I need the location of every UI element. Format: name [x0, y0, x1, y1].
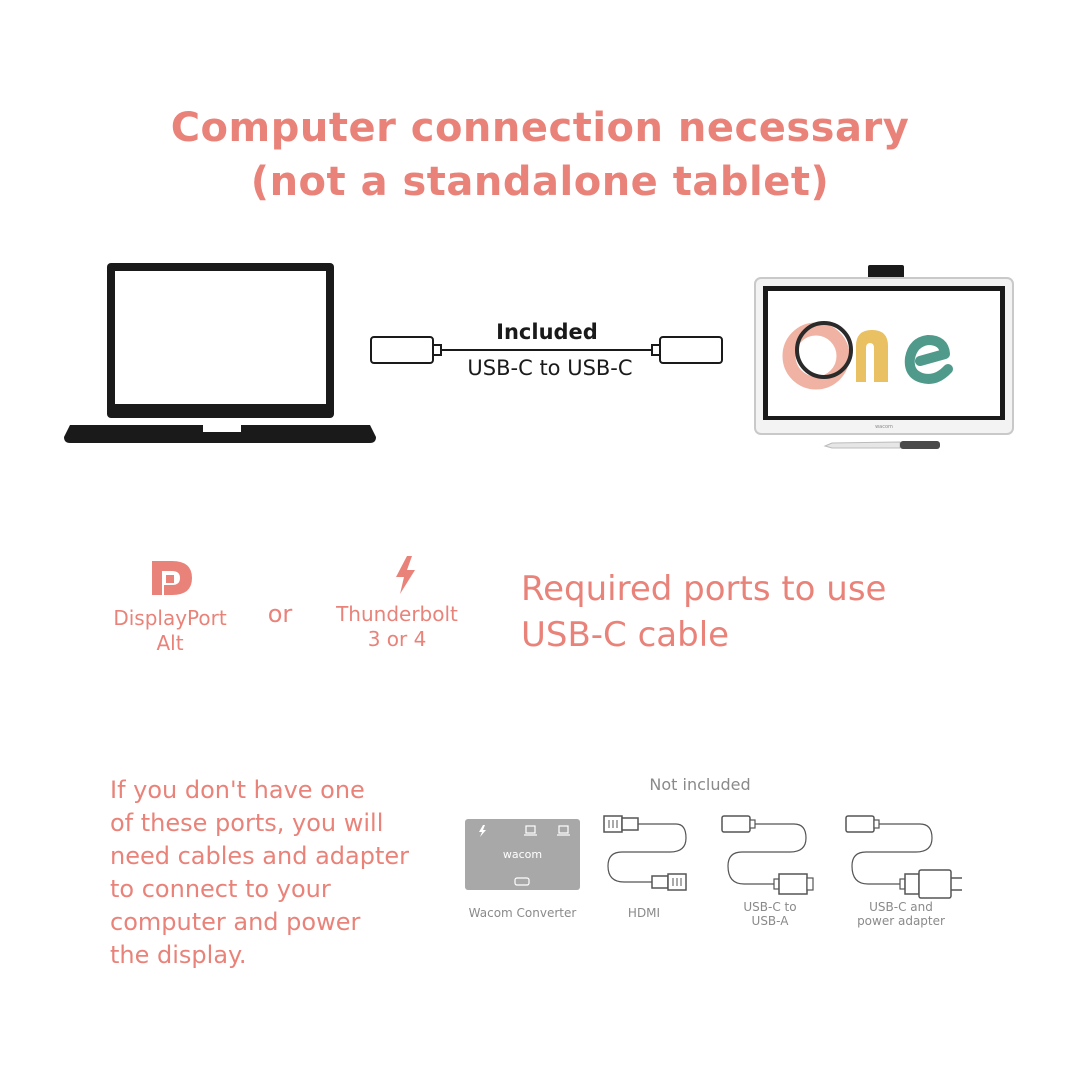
hdmi-label: HDMI	[627, 906, 661, 920]
wacom-converter-label: Wacom Converter	[468, 906, 577, 920]
required-ports-heading-line-2: USB-C cable	[521, 615, 730, 655]
wacom-one-display: wacom	[754, 265, 1014, 449]
hdmi-cable-icon	[603, 815, 687, 891]
instruction-line: If you don't have one	[110, 776, 365, 804]
usb-c-to-usb-a-label-line-1: USB-C to	[743, 900, 797, 914]
converter-ports-icon	[479, 825, 570, 886]
included-label: Included	[496, 320, 598, 344]
displayport-label-line-1: DisplayPort	[113, 606, 227, 630]
instruction-line: need cables and adapter	[110, 842, 410, 870]
converter-brand: wacom	[502, 848, 543, 861]
displayport-icon	[152, 561, 192, 595]
usb-c-power-adapter-icon	[845, 815, 962, 899]
not-included-label: Not included	[649, 775, 751, 794]
required-ports-heading-line-1: Required ports to use	[521, 569, 887, 609]
instruction-line: to connect to your	[110, 875, 331, 903]
page-title-line-2: (not a standalone tablet)	[250, 159, 830, 205]
wacom-converter-box: wacom	[465, 819, 580, 890]
thunderbolt-label-line-2: 3 or 4	[367, 627, 427, 651]
usb-c-cable-icon	[370, 336, 723, 364]
usb-c-to-usb-a-cable-icon	[721, 815, 814, 895]
instruction-line: computer and power	[110, 908, 361, 936]
instruction-line: of these ports, you will	[110, 809, 384, 837]
alternative-instructions: If you don't have one of these ports, yo…	[110, 774, 409, 972]
page-title-line-1: Computer connection necessary	[170, 105, 910, 151]
or-label: or	[267, 600, 293, 628]
usb-c-power-adapter-label-line-1: USB-C and	[869, 900, 933, 914]
pen-icon	[823, 441, 940, 449]
displayport-label-line-2: Alt	[156, 631, 184, 655]
laptop-illustration	[64, 263, 376, 443]
thunderbolt-icon	[396, 556, 415, 594]
display-brand-mark: wacom	[875, 424, 893, 430]
instruction-line: the display.	[110, 941, 247, 969]
thunderbolt-label-line-1: Thunderbolt	[336, 602, 458, 626]
usb-c-to-usb-a-label-line-2: USB-A	[751, 914, 789, 928]
cable-type-label: USB-C to USB-C	[445, 356, 655, 380]
usb-c-power-adapter-label-line-2: power adapter	[857, 914, 945, 928]
one-logo-icon	[782, 321, 953, 390]
